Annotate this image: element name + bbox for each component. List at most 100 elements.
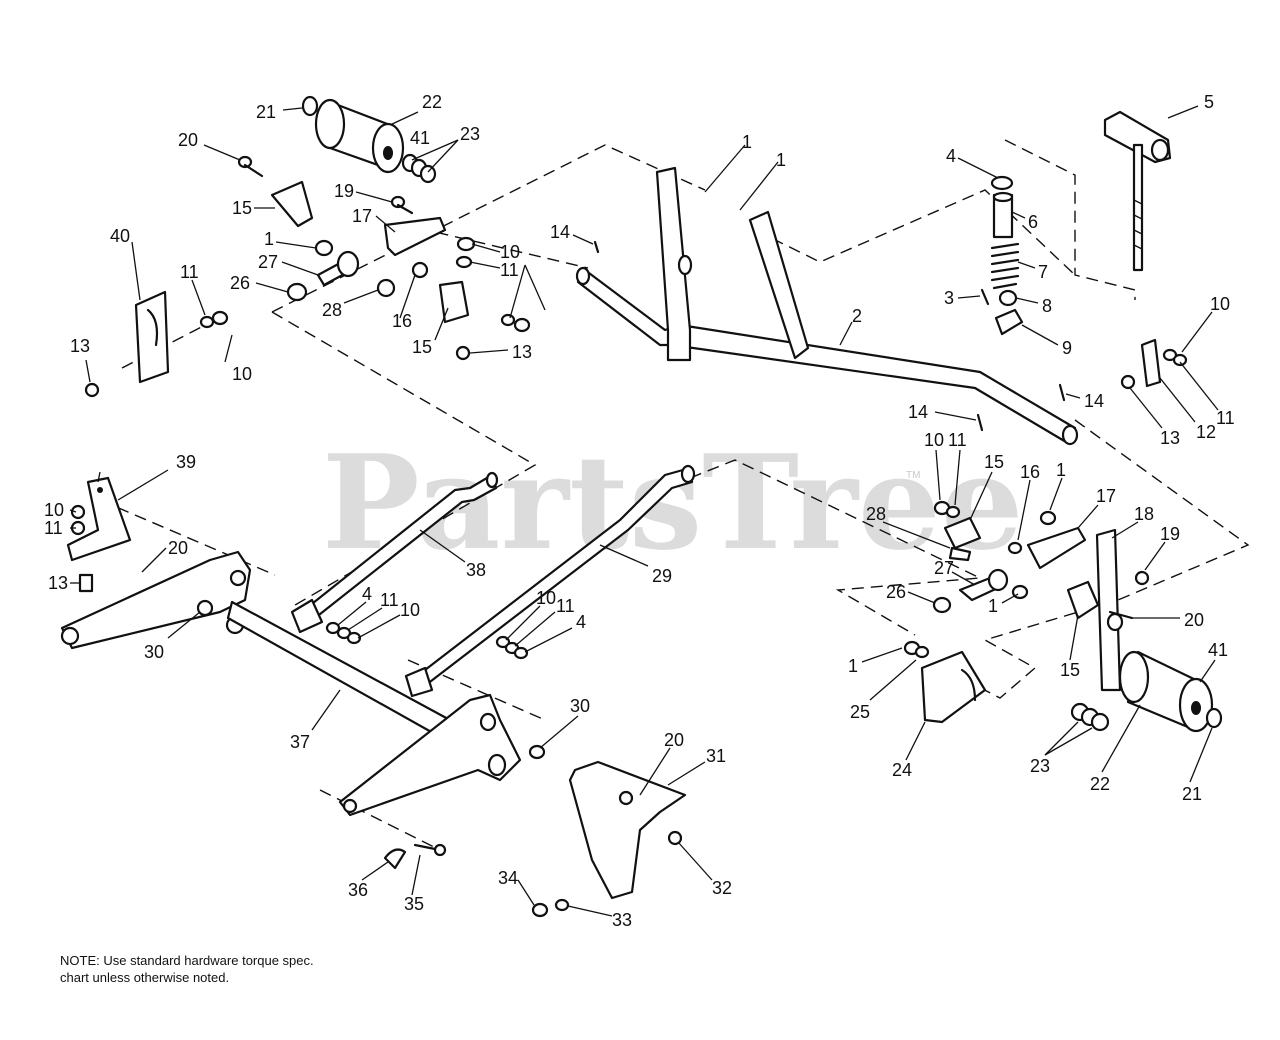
torque-note: NOTE: Use standard hardware torque spec.… xyxy=(60,953,314,985)
pin-parts-35-36 xyxy=(383,843,447,870)
watermark-trademark: TM xyxy=(906,470,920,481)
handle-part-5 xyxy=(1103,110,1172,272)
callout-19: 19 xyxy=(334,181,354,201)
mount-plate-part-40 xyxy=(84,290,170,398)
callout-22: 22 xyxy=(422,92,442,112)
callout-12: 12 xyxy=(1196,422,1216,442)
callout-20: 20 xyxy=(664,730,684,750)
callout-17: 17 xyxy=(352,206,372,226)
callout-13: 13 xyxy=(48,573,68,593)
callout-39: 39 xyxy=(176,452,196,472)
callout-7: 7 xyxy=(1038,262,1048,282)
callout-9: 9 xyxy=(1062,338,1072,358)
callout-20: 20 xyxy=(178,130,198,150)
latch-assembly-parts-4-9 xyxy=(980,175,1024,336)
callout-28: 28 xyxy=(322,300,342,320)
callout-23: 23 xyxy=(460,124,480,144)
callout-15: 15 xyxy=(1060,660,1080,680)
roller-lower-part-22 xyxy=(1070,650,1223,733)
callout-41: 41 xyxy=(1208,640,1228,660)
callout-8: 8 xyxy=(1042,296,1052,316)
callout-17: 17 xyxy=(1096,486,1116,506)
bracket-part-31 xyxy=(531,760,687,918)
bracket-part-39 xyxy=(66,476,132,593)
callout-27: 27 xyxy=(258,252,278,272)
callout-30: 30 xyxy=(144,642,164,662)
callout-14: 14 xyxy=(908,402,928,422)
callout-22: 22 xyxy=(1090,774,1110,794)
callout-5: 5 xyxy=(1204,92,1214,112)
link-rod-part-29 xyxy=(404,464,696,698)
callout-16: 16 xyxy=(1020,462,1040,482)
mount-plate-part-24 xyxy=(903,640,987,724)
callout-10: 10 xyxy=(400,600,420,620)
callout-10: 10 xyxy=(44,500,64,520)
callout-4: 4 xyxy=(576,612,586,632)
lift-lever-part-37 xyxy=(60,550,522,817)
callout-11: 11 xyxy=(1216,408,1235,428)
callout-4: 4 xyxy=(362,584,372,604)
callout-2: 2 xyxy=(852,306,862,326)
callout-13: 13 xyxy=(512,342,532,362)
callout-16: 16 xyxy=(392,311,412,331)
callout-19: 19 xyxy=(1160,524,1180,544)
callout-28: 28 xyxy=(866,504,886,524)
callout-37: 37 xyxy=(290,732,310,752)
callout-29: 29 xyxy=(652,566,672,586)
callout-15: 15 xyxy=(984,452,1004,472)
callout-20: 20 xyxy=(168,538,188,558)
callout-20: 20 xyxy=(1184,610,1204,630)
callout-1: 1 xyxy=(1056,460,1066,480)
callout-4: 4 xyxy=(946,146,956,166)
callout-10: 10 xyxy=(1210,294,1230,314)
callout-38: 38 xyxy=(466,560,486,580)
pivot-bar-part-2 xyxy=(575,166,1079,446)
callout-23: 23 xyxy=(1030,756,1050,776)
callout-10: 10 xyxy=(500,242,520,262)
callout-15: 15 xyxy=(232,198,252,218)
callout-14: 14 xyxy=(1084,391,1104,411)
callout-1: 1 xyxy=(742,132,752,152)
callout-34: 34 xyxy=(498,868,518,888)
callout-25: 25 xyxy=(850,702,870,722)
callout-3: 3 xyxy=(944,288,954,308)
callout-24: 24 xyxy=(892,760,912,780)
callout-1: 1 xyxy=(264,229,274,249)
callout-11: 11 xyxy=(380,590,399,610)
callout-leaders xyxy=(69,105,1219,917)
hardware-right-cluster xyxy=(593,240,1188,432)
callout-21: 21 xyxy=(1182,784,1202,804)
hardware-left-cluster xyxy=(199,236,531,333)
callout-11: 11 xyxy=(500,260,519,280)
callout-10: 10 xyxy=(232,364,252,384)
callout-36: 36 xyxy=(348,880,368,900)
callout-10: 10 xyxy=(924,430,944,450)
callout-11: 11 xyxy=(556,596,575,616)
callout-31: 31 xyxy=(706,746,726,766)
callout-18: 18 xyxy=(1134,504,1154,524)
callout-26: 26 xyxy=(230,273,250,293)
callout-6: 6 xyxy=(1028,212,1038,232)
link-rod-part-38 xyxy=(290,471,499,634)
callout-13: 13 xyxy=(70,336,90,356)
right-bracket-parts-15-20 xyxy=(932,500,1150,692)
callout-15: 15 xyxy=(412,337,432,357)
callout-11: 11 xyxy=(948,430,967,450)
callout-27: 27 xyxy=(934,558,954,578)
callout-30: 30 xyxy=(570,696,590,716)
callout-41: 41 xyxy=(410,128,430,148)
callout-13: 13 xyxy=(1160,428,1180,448)
callout-1: 1 xyxy=(776,150,786,170)
callout-1: 1 xyxy=(848,656,858,676)
callout-21: 21 xyxy=(256,102,276,122)
roller-upper-part-22 xyxy=(301,95,437,184)
callout-33: 33 xyxy=(612,910,632,930)
callout-32: 32 xyxy=(712,878,732,898)
callout-35: 35 xyxy=(404,894,424,914)
callout-26: 26 xyxy=(886,582,906,602)
callout-labels: 21 22 41 23 20 19 15 17 1 27 26 28 16 15… xyxy=(44,92,1235,930)
callout-11: 11 xyxy=(180,262,199,282)
callout-11: 11 xyxy=(44,518,63,538)
callout-10: 10 xyxy=(536,588,556,608)
